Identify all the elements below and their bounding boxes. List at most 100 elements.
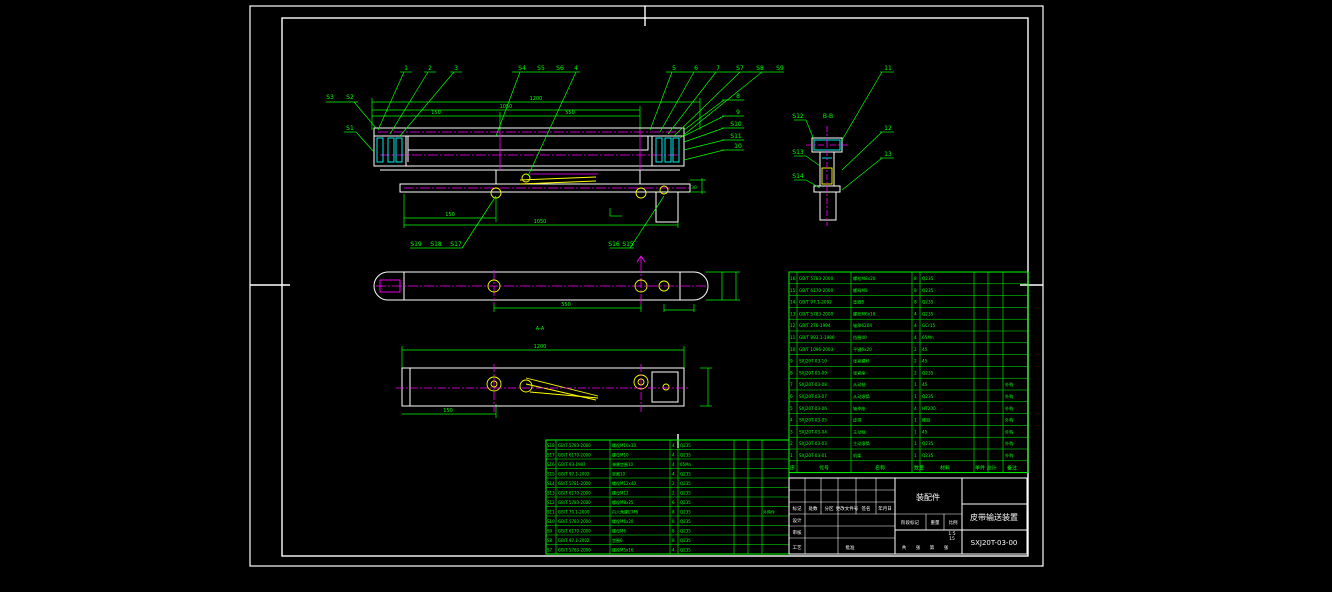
tb-header-count: 处数 <box>809 505 818 512</box>
bom-left-material: Q235 <box>680 453 691 458</box>
bom-right-seq: 2 <box>790 441 793 446</box>
bom-right-code: SXJ20T-03-10 <box>799 359 827 364</box>
bom-right-material: Q235 <box>922 394 934 399</box>
bom-right-remark: 外购 <box>1005 393 1013 400</box>
balloon-1: 1 <box>404 65 408 72</box>
bom-left-name: 螺栓M6x20 <box>612 518 634 524</box>
bom-right-seq: 3 <box>790 429 793 434</box>
sheet-value: 15 <box>949 536 955 542</box>
bom-left-seq: S7 <box>547 548 553 553</box>
tb-header-date: 年月日 <box>878 505 892 512</box>
bom-left-code: GB/T 70.1-2000 <box>558 510 590 515</box>
bom-right-name: 螺栓M8x20 <box>853 275 876 282</box>
bom-left-name: 螺栓M12x40 <box>612 480 636 486</box>
bom-left-qty: 2 <box>672 481 675 486</box>
balloon-10: 10 <box>734 143 742 150</box>
balloon-s1: S1 <box>346 125 354 132</box>
view-label: A-A <box>536 326 545 332</box>
bom-left-seq: S16 <box>547 462 555 467</box>
bom-left-material: Q235 <box>680 491 691 496</box>
balloon-13: 13 <box>884 151 892 158</box>
bom-left-seq: S10 <box>547 519 555 524</box>
bom-left-qty: 8 <box>672 538 675 543</box>
balloon-s18: S18 <box>430 241 442 248</box>
bom-left-name: 螺母M6 <box>612 528 626 534</box>
type-label: 装配件 <box>916 492 940 502</box>
bom-left-seq: S11 <box>547 510 555 515</box>
bom-right-remark: 外购 <box>1005 417 1013 424</box>
bom-right-qty: 1 <box>914 394 917 399</box>
bom-left-seq: S12 <box>547 500 555 505</box>
tb-role-approve: 批准 <box>846 544 855 551</box>
bom-right-code: SXJ20T-03-01 <box>799 453 827 458</box>
bom-right-qty: 2 <box>914 347 917 352</box>
bom-right-remark: 外购 <box>1005 428 1013 435</box>
bom-right-name: 张紧螺杆 <box>853 358 871 365</box>
bom-right-code: SXJ20T-03-06 <box>799 406 827 411</box>
bom-right-qty: 4 <box>914 406 917 411</box>
bom-left-code: GB/T 5783-2000 <box>558 500 591 505</box>
sheet-border <box>249 5 1044 567</box>
bom-right-name: 皮带 <box>853 417 861 424</box>
bom-right-header-weight: 单件 总计 <box>975 464 997 471</box>
bom-right-name: 轴承6204 <box>853 322 872 329</box>
front-view: 1200 1050 150 550 <box>326 65 784 249</box>
bom-left-name: 螺栓M8x25 <box>612 499 634 505</box>
balloon-s8-top: S8 <box>756 65 764 72</box>
balloon-s3: S3 <box>326 94 334 101</box>
bom-right-qty: 8 <box>914 288 917 293</box>
bom-left-name: 内六角螺钉M6 <box>612 509 638 515</box>
bom-left-material: Q235 <box>680 529 691 534</box>
bom-right-material: 45 <box>922 382 928 387</box>
bom-left-seq: S18 <box>547 443 555 448</box>
balloon-s9-top: S9 <box>776 65 784 72</box>
balloon-s2: S2 <box>346 94 354 101</box>
bom-left-material: Q235 <box>680 548 691 553</box>
dim-pitch-top-view: 550 <box>561 302 571 308</box>
tb-stage-scale: 比例 <box>949 519 958 526</box>
bom-right-seq: 1 <box>790 453 793 458</box>
bom-left-name: 弹簧垫圈10 <box>612 461 634 467</box>
bom-left-material: Q235 <box>680 443 691 448</box>
bom-left-code: GB/T 97.1-2002 <box>558 472 590 477</box>
bom-right-material: Q235 <box>922 288 934 293</box>
bom-right-seq: 10 <box>790 347 796 352</box>
bom-right-seq: 7 <box>790 382 793 387</box>
bom-right-code: GB/T 1096-2003 <box>799 347 834 352</box>
bom-right-code: GB/T 5783-2000 <box>799 311 834 316</box>
bom-right-remark: 外购 <box>1005 440 1013 447</box>
balloon-s5: S5 <box>537 65 545 72</box>
bom-right-material: Q235 <box>922 453 934 458</box>
bom-right-material: 45 <box>922 359 928 364</box>
bom-right-qty: 8 <box>914 300 917 305</box>
bom-left-qty: 4 <box>672 462 675 467</box>
bom-right-material: 45 <box>922 347 928 352</box>
bom-right-name: 从动滚筒 <box>853 393 870 400</box>
bom-right-material: HT200 <box>922 406 936 411</box>
bom-left-name: 垫圈6 <box>612 537 623 543</box>
bom-left-code: GB/T 5783-2000 <box>558 519 591 524</box>
bom-left-seq: S14 <box>547 481 555 486</box>
bom-right-header-qty: 数量 <box>914 464 924 471</box>
bom-right-remark: 外购 <box>1005 381 1013 388</box>
balloon-11: 11 <box>884 65 892 72</box>
balloon-5: 5 <box>672 65 676 72</box>
bom-left-seq: S15 <box>547 472 555 477</box>
bom-right-material: Q235 <box>922 276 934 281</box>
bom-left-name: 螺母M12 <box>612 490 629 496</box>
drawing-name: 皮带输送装置 <box>970 512 1018 522</box>
bom-right-name: 主动轴 <box>853 428 866 435</box>
bom-right-seq: 9 <box>790 359 793 364</box>
bom-left-name: 垫圈10 <box>612 471 626 477</box>
bom-right-header-remark: 备注 <box>1007 464 1017 471</box>
bom-right-seq: 8 <box>790 370 793 375</box>
dim-left-top: 150 <box>431 110 441 116</box>
title-block: 皮带输送装置 SXJ20T-03-00 装配件 1:5 15 标记 处数 分区 … <box>788 477 1028 555</box>
balloon-2: 2 <box>428 65 432 72</box>
bom-right-code: SXJ20T-03-08 <box>799 382 827 387</box>
bom-right-code: SXJ20T-03-04 <box>799 429 827 434</box>
balloon-s12: S12 <box>792 113 804 120</box>
bom-left-qty: 8 <box>672 519 675 524</box>
